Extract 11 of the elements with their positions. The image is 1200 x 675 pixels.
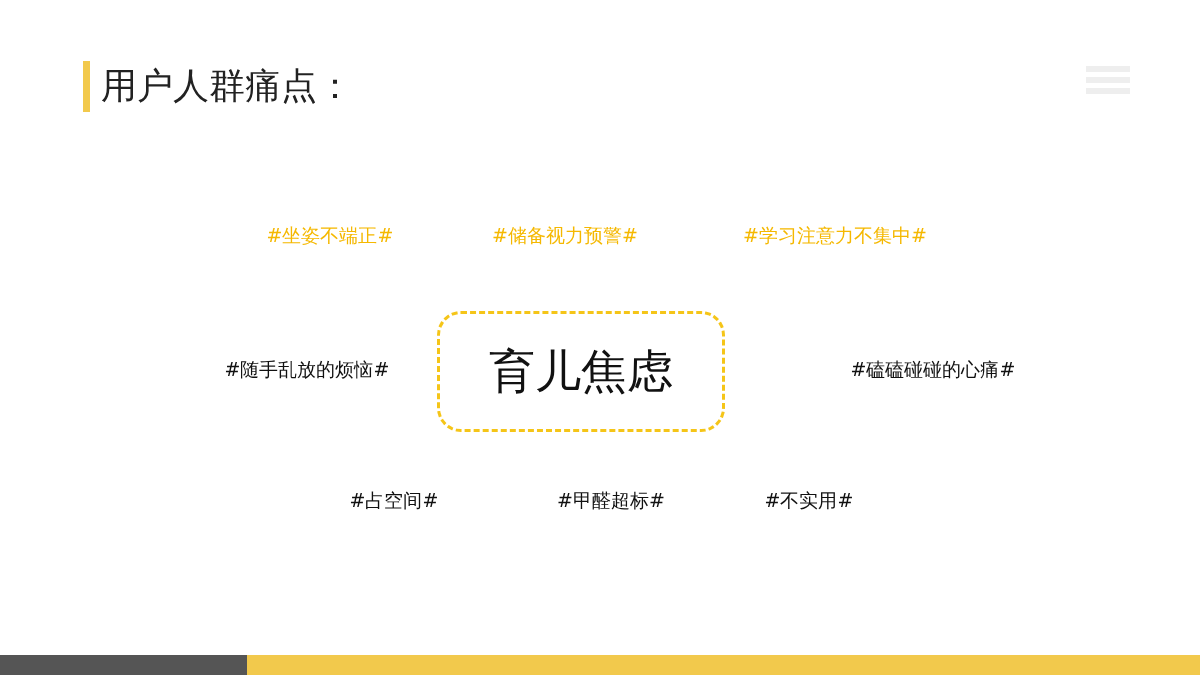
center-text: 育儿焦虑: [489, 342, 673, 400]
hashtag-text: #学习注意力不集中#: [743, 223, 927, 248]
slide-title: 用户人群痛点：: [101, 64, 353, 108]
hashtag-text: #占空间#: [349, 488, 439, 513]
hashtag-text: #坐姿不端正#: [266, 223, 394, 248]
hashtag-text: #磕磕碰碰的心痛#: [850, 357, 1016, 382]
hashtag-text: #甲醛超标#: [557, 488, 665, 513]
hashtag-text: #储备视力预警#: [492, 223, 638, 248]
dashed-box: [437, 311, 725, 432]
hashtag-text: #随手乱放的烦恼#: [224, 357, 390, 382]
hashtag-text: #不实用#: [764, 488, 854, 513]
